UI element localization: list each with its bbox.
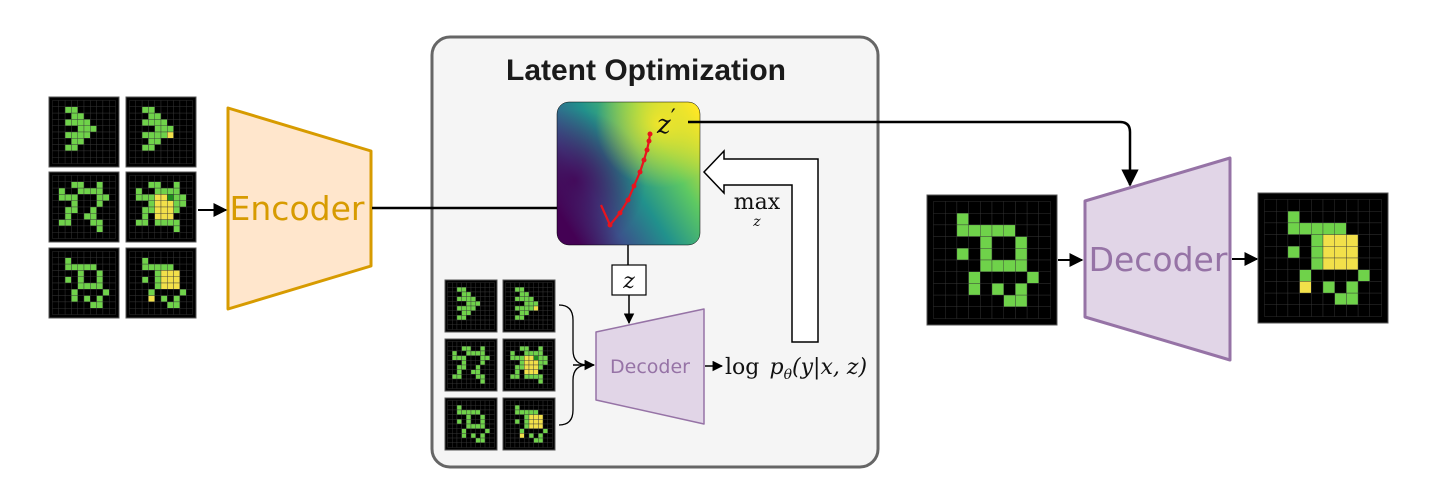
- arrow-zprime-to-decoder: [688, 120, 1139, 187]
- inner-pair1-input-grid: [444, 279, 498, 333]
- left-pair3-output-grid: [125, 247, 197, 319]
- decoder-label: Decoder: [1089, 240, 1228, 279]
- decoder-trapezoid: [1083, 156, 1232, 362]
- test-input-grid: [926, 194, 1058, 326]
- feedback-hollow-arrow: [702, 149, 819, 343]
- test-input-cells: [926, 194, 1058, 326]
- left-pair1-input-grid: [48, 96, 120, 168]
- z-box-label: z: [622, 269, 635, 294]
- inner-example-grids: [444, 279, 556, 451]
- predicted-output-grid: [1257, 192, 1389, 324]
- left-pair2-input-grid: [48, 171, 120, 243]
- optimization-trajectory: [599, 131, 653, 228]
- z-prime-label: z′: [656, 106, 676, 140]
- panel-title: Latent Optimization: [506, 54, 786, 87]
- inner-decoder-trapezoid: [595, 308, 705, 425]
- left-pair3-input-grid: [48, 247, 120, 319]
- latent-landscape-heatmap: [557, 102, 700, 245]
- inner-pair1-output-grid: [502, 279, 556, 333]
- log-likelihood-label: log pθ(y|x, z): [725, 354, 867, 383]
- inner-decoder-label: Decoder: [610, 356, 690, 378]
- inner-pair3-output-grid: [502, 397, 556, 451]
- max-subscript: z: [752, 214, 761, 230]
- inner-pair2-output-grid: [502, 338, 556, 392]
- predicted-output-cells: [1257, 192, 1389, 324]
- inner-pair3-input-grid: [444, 397, 498, 451]
- left-example-grids: [48, 96, 197, 319]
- left-pair1-output-grid: [125, 96, 197, 168]
- max-label: max: [734, 190, 781, 215]
- encoder-label: Encoder: [230, 189, 365, 228]
- left-pair2-output-grid: [125, 171, 197, 243]
- encoder-trapezoid: [226, 106, 373, 311]
- inner-pair2-input-grid: [444, 338, 498, 392]
